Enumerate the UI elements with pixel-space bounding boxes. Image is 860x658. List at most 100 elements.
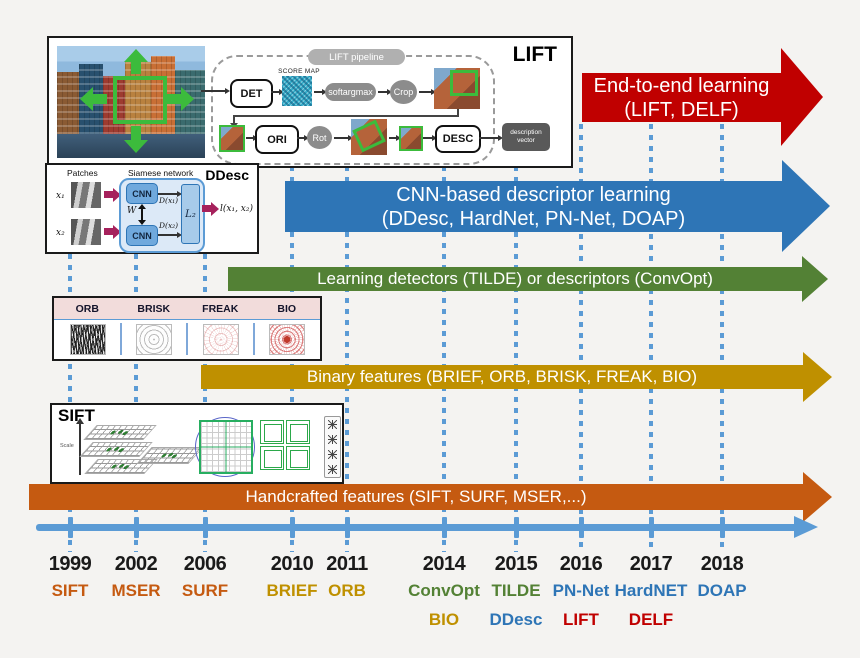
flow-arrow-icon xyxy=(334,134,353,141)
histogram-cell xyxy=(286,420,310,444)
histogram-icon xyxy=(328,435,337,444)
histogram-icon xyxy=(328,465,337,474)
freak-pattern-image xyxy=(203,324,239,355)
year-label: 2016 xyxy=(559,553,603,575)
scale-axis xyxy=(79,421,81,475)
tick-2002 xyxy=(134,517,139,538)
scale-level-grid xyxy=(83,425,157,440)
learning-detectors-arrow: Learning detectors (TILDE) or descriptor… xyxy=(228,267,802,291)
year-label: 2006 xyxy=(183,553,227,575)
method-label: SIFT xyxy=(51,581,89,600)
amsterdam-photo xyxy=(57,46,205,158)
keypoint-box xyxy=(450,70,478,96)
flow-arrow-icon xyxy=(158,231,182,238)
tick-2018 xyxy=(720,517,725,538)
arrow-label: CNN-based descriptor learning xyxy=(396,183,671,206)
patch-image xyxy=(219,125,245,152)
histogram-icon xyxy=(328,450,337,459)
year-column-2002: 2002 MSER xyxy=(91,552,181,610)
year-label: 2014 xyxy=(422,553,466,575)
histogram-cell xyxy=(286,446,310,470)
flow-arrow-icon xyxy=(389,134,401,141)
gridline-2011 xyxy=(345,166,349,552)
magenta-arrow-icon xyxy=(104,224,121,239)
method-label: ConvOpt xyxy=(408,581,480,600)
softargmax-node: softargmax xyxy=(325,83,376,101)
arrow-left-icon xyxy=(91,94,107,104)
binary-pattern-header: ORB BRISK FREAK BIO xyxy=(54,298,320,320)
ori-node: ORI xyxy=(255,125,299,154)
arrow-label: Handcrafted features (SIFT, SURF, MSER,.… xyxy=(245,487,587,506)
flow-arrow-icon xyxy=(378,88,392,95)
method-label: LIFT xyxy=(563,610,599,629)
year-column-2010: 2010 BRIEF xyxy=(247,552,337,610)
arrow-right-icon xyxy=(181,87,197,111)
handcrafted-arrowhead-icon xyxy=(803,472,832,522)
lift-figure: LIFT pipeline DET SCORE MAP softargmax C… xyxy=(47,36,573,168)
lift-figure-title: LIFT xyxy=(512,43,557,66)
histogram-cell xyxy=(260,420,284,444)
binary-features-arrowhead-icon xyxy=(803,352,832,402)
gridline-2017 xyxy=(649,124,653,552)
cnn-descriptor-arrow: CNN-based descriptor learning (DDesc, Ha… xyxy=(285,181,782,232)
year-column-2014: 2014 ConvOpt BIO xyxy=(399,552,489,639)
histogram-cell xyxy=(260,446,284,470)
x1-label: x₁ xyxy=(56,191,65,201)
arrow-label: Binary features (BRIEF, ORB, BRISK, FREA… xyxy=(306,367,698,386)
year-label: 2011 xyxy=(326,553,368,575)
weights-label: W xyxy=(127,206,137,216)
ddesc-figure-title: DDesc xyxy=(205,167,249,183)
year-column-2006: 2006 SURF xyxy=(160,552,250,610)
orientation-histogram-grid xyxy=(260,420,310,470)
arrow-label: (DDesc, HardNet, PN-Net, DOAP) xyxy=(381,207,686,230)
tick-1999 xyxy=(68,517,73,538)
binary-features-arrow: Binary features (BRIEF, ORB, BRISK, FREA… xyxy=(201,365,803,389)
arrow-label: End-to-end learning xyxy=(593,74,770,97)
freak-column-label: FREAK xyxy=(202,302,239,315)
year-label: 2010 xyxy=(270,553,314,575)
sift-figure: SIFT Scale xyxy=(50,403,344,484)
dx2-label: D(x₂) xyxy=(159,221,179,230)
flow-arrow-icon xyxy=(201,87,230,94)
cnn-node: CNN xyxy=(126,225,158,246)
elbow-connector xyxy=(233,115,459,117)
rotated-patch-image xyxy=(351,119,387,155)
arrow-up-icon xyxy=(131,58,141,74)
arrow-down-icon xyxy=(124,140,148,156)
brisk-pattern-image xyxy=(136,324,172,355)
year-label: 2015 xyxy=(494,553,538,575)
year-label: 2017 xyxy=(629,553,673,575)
arrow-label: Learning detectors (TILDE) or descriptor… xyxy=(317,269,713,288)
elbow-connector xyxy=(233,117,235,123)
flow-arrow-icon xyxy=(271,88,284,95)
magenta-arrow-icon xyxy=(104,187,121,202)
binary-patterns-figure: ORB BRISK FREAK BIO xyxy=(52,296,322,361)
patch-x2-image xyxy=(71,219,101,245)
timeline-axis xyxy=(36,524,798,531)
elbow-connector xyxy=(457,109,459,115)
handcrafted-arrow: Handcrafted features (SIFT, SURF, MSER,.… xyxy=(29,484,803,510)
dx1-label: D(x₁) xyxy=(159,196,179,205)
gridline-2014 xyxy=(442,166,446,552)
method-label: DELF xyxy=(628,610,674,629)
year-column-1999: 1999 SIFT xyxy=(25,552,115,610)
description-vector-node: description vector xyxy=(502,123,550,151)
tick-2010 xyxy=(290,517,295,538)
arrow-left-icon xyxy=(77,87,93,111)
method-label: SURF xyxy=(181,581,229,600)
cnn-descriptor-arrowhead-icon xyxy=(782,160,830,252)
method-label: PN-Net xyxy=(552,581,610,600)
year-column-2017: 2017 HardNET DELF xyxy=(606,552,696,639)
flow-arrow-icon xyxy=(419,88,436,95)
score-map-image xyxy=(282,76,312,106)
axis-arrow-icon xyxy=(76,415,84,424)
tick-2016 xyxy=(579,517,584,538)
patch-x1-image xyxy=(71,182,101,208)
loss-label: l(x₁, x₂) xyxy=(220,204,253,214)
bio-column-label: BIO xyxy=(277,302,297,315)
keypoint-box-rotated xyxy=(352,119,386,153)
crop-node: Crop xyxy=(390,80,417,104)
l2-node: L₂ xyxy=(181,184,200,244)
flow-arrow-icon xyxy=(423,134,437,141)
